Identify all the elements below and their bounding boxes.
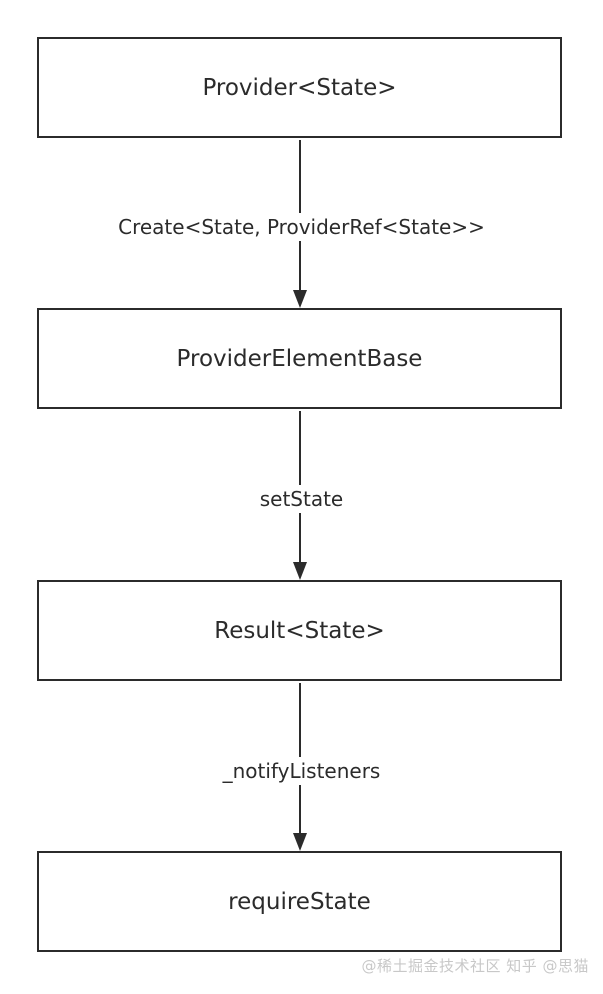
arrowhead-icon <box>293 290 307 308</box>
node-require-state-label: requireState <box>228 888 371 915</box>
node-result-label: Result<State> <box>214 617 385 644</box>
edge-line-notify-listeners <box>299 683 301 835</box>
edge-label-create-text: Create<State, ProviderRef<State>> <box>114 213 489 241</box>
node-provider: Provider<State> <box>37 37 562 138</box>
node-require-state: requireState <box>37 851 562 952</box>
node-result: Result<State> <box>37 580 562 681</box>
node-provider-label: Provider<State> <box>202 74 397 101</box>
watermark: @稀土掘金技术社区 知乎 @思猫 <box>361 957 589 975</box>
edge-line-create <box>299 140 301 292</box>
edge-label-notify-listeners-text: _notifyListeners <box>218 757 385 785</box>
edge-label-notify-listeners: _notifyListeners <box>0 757 603 785</box>
arrowhead-icon <box>293 833 307 851</box>
edge-label-set-state-text: setState <box>255 485 348 513</box>
edge-line-set-state <box>299 411 301 564</box>
node-provider-element-base: ProviderElementBase <box>37 308 562 409</box>
edge-label-create: Create<State, ProviderRef<State>> <box>0 213 603 241</box>
edge-label-set-state: setState <box>0 485 603 513</box>
node-provider-element-base-label: ProviderElementBase <box>176 345 423 372</box>
arrowhead-icon <box>293 562 307 580</box>
